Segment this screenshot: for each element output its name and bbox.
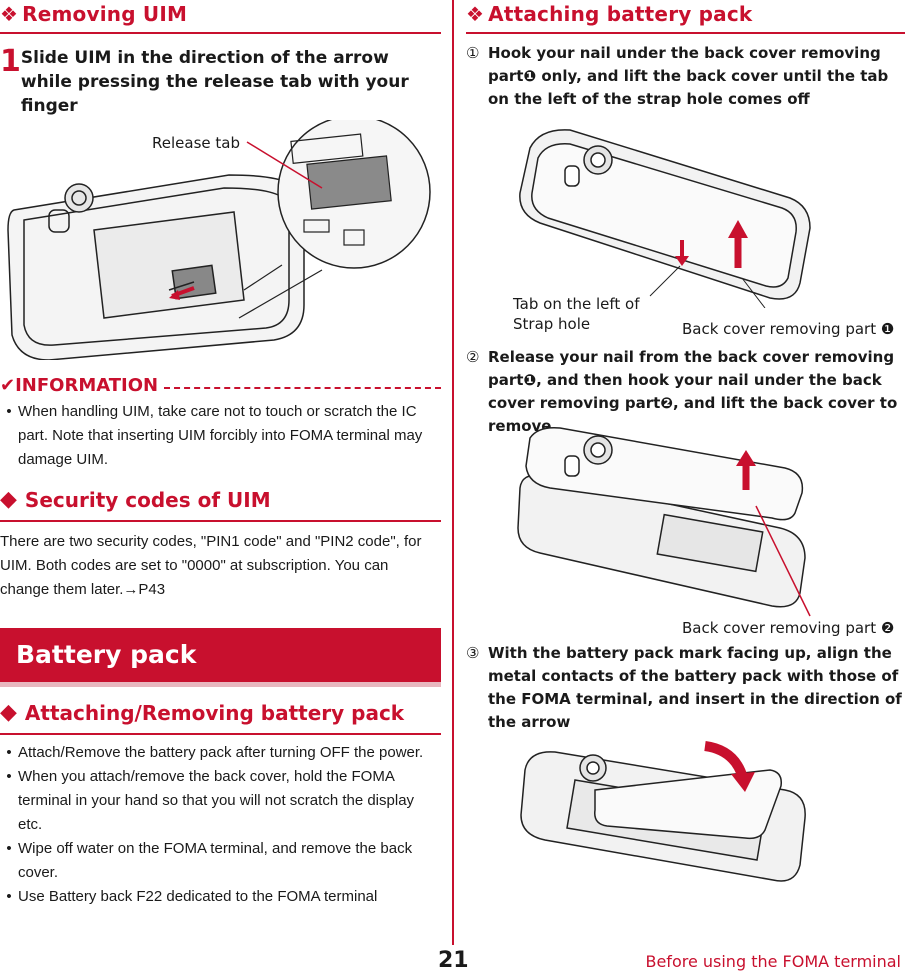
release-tab-label: Release tab bbox=[152, 134, 240, 152]
item-text: With the battery pack mark facing up, al… bbox=[488, 644, 902, 731]
list-item: • When you attach/remove the back cover,… bbox=[0, 765, 441, 837]
info-dashed-rule bbox=[164, 386, 441, 389]
page-number: 21 bbox=[438, 948, 469, 973]
instruction-2: ② Release your nail from the back cover … bbox=[466, 346, 905, 438]
remove-cover-figure bbox=[517, 426, 811, 617]
item-text: Release your nail from the back cover re… bbox=[488, 348, 898, 435]
column-divider bbox=[452, 0, 454, 945]
removing-part-1-label: Back cover removing part ❶ bbox=[682, 320, 895, 338]
bullet-mark: • bbox=[6, 768, 12, 785]
instruction-3-wrap: ③ With the battery pack mark facing up, … bbox=[466, 642, 905, 734]
lift-cover-figure bbox=[519, 129, 811, 308]
step-text: Slide UIM in the direction of the arrow … bbox=[20, 48, 409, 116]
diamond-icon: ◆ bbox=[0, 700, 17, 725]
list-item-text: Attach/Remove the battery pack after tur… bbox=[18, 744, 424, 761]
tab-strap-label: Tab on the left of Strap hole bbox=[513, 294, 640, 334]
list-item: • Attach/Remove the battery pack after t… bbox=[0, 741, 441, 765]
step-number: 1 bbox=[0, 44, 21, 79]
bullet-mark: • bbox=[6, 744, 12, 761]
item-number: ① bbox=[466, 44, 480, 62]
bullet-mark: • bbox=[6, 840, 12, 857]
instruction-3: ③ With the battery pack mark facing up, … bbox=[466, 642, 905, 734]
list-item-text: Use Battery back F22 dedicated to the FO… bbox=[18, 888, 378, 905]
step-1: 1 Slide UIM in the direction of the arro… bbox=[0, 46, 441, 118]
attaching-heading: ❖ Attaching battery pack bbox=[466, 0, 905, 34]
battery-banner-wrap: Battery pack bbox=[0, 628, 441, 687]
heading-text: Removing UIM bbox=[22, 2, 188, 26]
instruction-1: ① Hook your nail under the back cover re… bbox=[466, 42, 905, 111]
insert-battery-figure bbox=[520, 741, 806, 882]
left-column: ❖ Removing UIM 1 Slide UIM in the direct… bbox=[0, 0, 441, 118]
security-heading-text: Security codes of UIM bbox=[24, 487, 271, 512]
info-section: ✔ INFORMATION • When handling UIM, take … bbox=[0, 375, 441, 472]
list-item: • Wipe off water on the FOMA terminal, a… bbox=[0, 837, 441, 885]
list-item: • Use Battery back F22 dedicated to the … bbox=[0, 885, 441, 909]
heading-mark: ❖ bbox=[0, 2, 19, 26]
bullet-list: • Attach/Remove the battery pack after t… bbox=[0, 741, 441, 909]
removing-uim-heading: ❖ Removing UIM bbox=[0, 0, 441, 34]
attaching-heading-text: Attaching battery pack bbox=[488, 2, 753, 26]
security-text: There are two security codes, "PIN1 code… bbox=[0, 533, 422, 598]
tab-strap-label-line1: Tab on the left of bbox=[513, 295, 640, 313]
tab-strap-label-line2: Strap hole bbox=[513, 315, 591, 333]
item-text: Hook your nail under the back cover remo… bbox=[488, 44, 889, 108]
bullet-mark: • bbox=[6, 403, 12, 420]
item-number: ③ bbox=[466, 644, 480, 662]
right-column: ❖ Attaching battery pack ① Hook your nai… bbox=[466, 0, 905, 111]
security-section: ◆ Security codes of UIM There are two se… bbox=[0, 485, 441, 602]
info-title: INFORMATION bbox=[15, 375, 159, 396]
battery-pack-banner: Battery pack bbox=[0, 628, 441, 687]
info-bullet: • When handling UIM, take care not to to… bbox=[0, 400, 441, 472]
attach-remove-section: ◆ Attaching/Removing battery pack • Atta… bbox=[0, 698, 441, 909]
attach-remove-heading: ◆ Attaching/Removing battery pack bbox=[0, 698, 441, 735]
check-icon: ✔ bbox=[0, 375, 16, 396]
bullet-mark: • bbox=[6, 888, 12, 905]
security-heading: ◆ Security codes of UIM bbox=[0, 485, 441, 522]
removing-part-2-label: Back cover removing part ❷ bbox=[682, 619, 895, 637]
list-item-text: When you attach/remove the back cover, h… bbox=[18, 768, 415, 833]
info-heading: ✔ INFORMATION bbox=[0, 375, 441, 396]
info-bullet-text: When handling UIM, take care not to touc… bbox=[18, 403, 423, 468]
footer-chapter: Before using the FOMA terminal bbox=[645, 952, 901, 971]
instruction-2-wrap: ② Release your nail from the back cover … bbox=[466, 346, 905, 438]
heading-mark: ❖ bbox=[466, 2, 485, 26]
insert-arrow-icon bbox=[704, 741, 748, 780]
attach-remove-heading-text: Attaching/Removing battery pack bbox=[24, 700, 405, 725]
list-item-text: Wipe off water on the FOMA terminal, and… bbox=[18, 840, 413, 881]
diamond-icon: ◆ bbox=[0, 487, 17, 512]
uim-removal-figure bbox=[7, 120, 431, 360]
item-number: ② bbox=[466, 348, 480, 366]
